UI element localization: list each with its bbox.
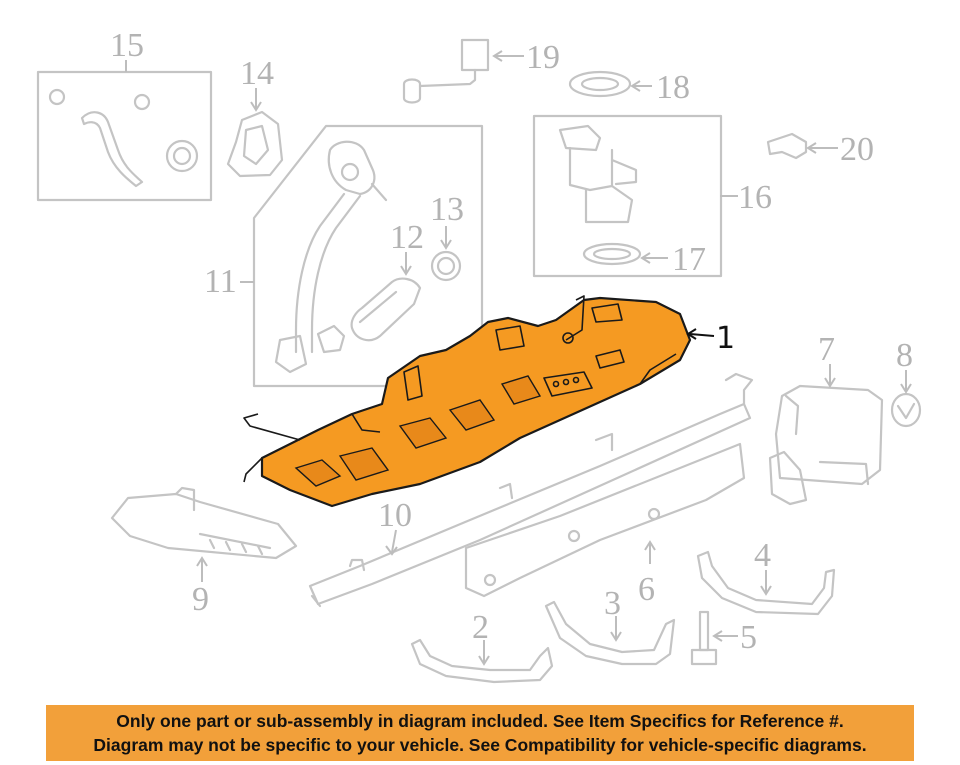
part-5-bolt [690,610,718,666]
part-8-cap [890,392,922,428]
part-9-skid-plate [110,486,298,560]
callout-11: 11 [204,263,237,300]
callout-18: 18 [656,69,690,106]
disclaimer-line-1: Only one part or sub-assembly in diagram… [116,711,844,731]
callout-3: 3 [604,585,621,622]
callout-15: 15 [110,27,144,64]
part-19-sensor [402,38,490,104]
callout-12: 12 [390,219,424,256]
leader-lines [125,50,912,666]
callout-9: 9 [192,581,209,618]
callout-14: 14 [240,55,274,92]
callout-numbers: 1 2 3 4 5 6 7 8 9 10 11 12 13 14 15 16 1… [110,27,913,656]
callout-19: 19 [526,39,560,76]
part-10-frame-rail [308,372,754,608]
part-4-strap [696,550,836,616]
callout-6: 6 [638,571,655,608]
disclaimer-banner: Only one part or sub-assembly in diagram… [46,705,914,761]
part-20-clip [766,132,808,160]
callout-4: 4 [754,537,771,574]
callout-16: 16 [738,179,772,216]
disclaimer-line-2: Diagram may not be specific to your vehi… [93,735,867,755]
part-11-filler-pipe-assembly [252,124,484,388]
part-18-seal [568,70,632,98]
parts-diagram: 1 2 3 4 5 6 7 8 9 10 11 12 13 14 15 16 1… [36,27,922,684]
callout-7: 7 [818,331,835,368]
callout-8: 8 [896,337,913,374]
part-6-crossmember [464,442,746,598]
callout-17: 17 [672,241,706,278]
part-3-strap [544,600,676,666]
part-7-heat-shield [768,384,884,506]
part-15-filler-door-kit [36,70,213,202]
part-1-fuel-tank [243,295,692,508]
part-12-hose [316,277,422,354]
callout-13: 13 [430,191,464,228]
callout-1: 1 [716,321,735,356]
callout-2: 2 [472,609,489,646]
callout-10: 10 [378,497,412,534]
part-14-bracket [226,110,284,178]
part-13-clamp [430,250,462,282]
part-2-strap [410,638,554,684]
callout-5: 5 [740,619,757,656]
callout-20: 20 [840,131,874,168]
